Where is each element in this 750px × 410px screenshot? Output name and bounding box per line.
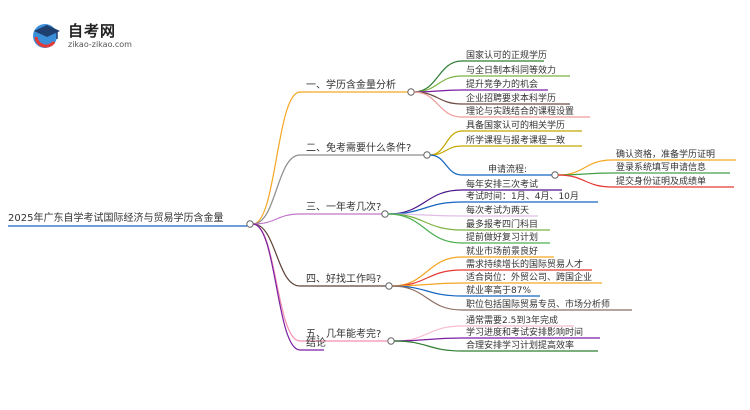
child-connector [387, 201, 463, 215]
child-label: 与全日制本科同等效力 [466, 64, 556, 76]
subchild-label: 确认资格，准备学历证明 [616, 148, 715, 160]
child-connector [391, 285, 463, 311]
child-label: 具备国家认可的相关学历 [466, 119, 565, 131]
child-label: 合理安排学习计划提高效率 [466, 339, 574, 351]
logo: 自考网 zikao-zikao.com [30, 18, 140, 54]
child-label: 理论与实践结合的课程设置 [466, 105, 574, 117]
subchild-label: 提交身份证明及成绩单 [616, 175, 706, 187]
root-label: 2025年广东自学考试国际经济与贸易学历含金量 [8, 211, 223, 224]
root-node-dot [246, 220, 254, 228]
child-connector [429, 145, 463, 156]
branch-connector [252, 223, 301, 287]
child-label: 申请流程: [488, 163, 527, 175]
child-label: 学习进度和考试安排影响时间 [466, 326, 583, 338]
branch-connector [252, 91, 301, 225]
subchild-label: 登录系统填写申请信息 [616, 161, 706, 173]
child-label: 国家认可的正规学历 [466, 49, 547, 61]
child-label: 每年安排三次考试 [466, 178, 538, 190]
branch-label: 结论 [306, 336, 326, 349]
child-connector [393, 340, 463, 352]
branch-label: 三、一年考几次? [306, 200, 381, 213]
branch-label: 五、几年能考完? [306, 327, 381, 340]
branch-connector [252, 213, 301, 225]
child-label: 提升竞争力的机会 [466, 78, 538, 90]
child-label: 考试时间：1月、4月、10月 [466, 190, 579, 202]
child-label: 通常需要2.5到3年完成 [466, 314, 558, 326]
child-label: 企业招聘要求本科学历 [466, 92, 556, 104]
branch-connector [252, 154, 301, 225]
subchild-connector [557, 174, 613, 188]
branch-label: 一、学历含金量分析 [306, 78, 396, 91]
branch-node-dot [407, 88, 415, 96]
child-label: 每次考试为两天 [466, 204, 529, 216]
child-connector [429, 154, 463, 176]
sub-node-dot [551, 171, 559, 179]
branch-node-dot [387, 337, 395, 345]
child-connector [387, 213, 463, 244]
logo-title: 自考网 [68, 22, 117, 40]
branch-connector [252, 223, 301, 351]
branch-node-dot [385, 282, 393, 290]
child-label: 提前做好复习计划 [466, 231, 538, 243]
child-label: 就业市场前景良好 [466, 245, 538, 257]
child-connector [391, 285, 463, 297]
logo-url: zikao-zikao.com [68, 40, 132, 49]
child-label: 职位包括国际贸易专员、市场分析师 [466, 298, 610, 310]
branch-label: 二、免考需要什么条件? [306, 141, 411, 154]
branch-node-dot [381, 210, 389, 218]
graduation-cap-icon [33, 24, 60, 48]
child-connector [391, 256, 463, 287]
child-connector [429, 130, 463, 156]
child-connector [393, 325, 463, 342]
child-connector [413, 91, 463, 118]
child-label: 适合岗位：外贸公司、跨国企业 [466, 271, 592, 283]
child-label: 就业率高于87% [466, 284, 531, 296]
branch-connector [252, 223, 301, 342]
branch-label: 四、好找工作吗? [306, 272, 381, 285]
child-connector [413, 91, 463, 105]
branch-node-dot [423, 151, 431, 159]
child-label: 所学课程与报考课程一致 [466, 134, 565, 146]
child-label: 最多报考四门科目 [466, 218, 538, 230]
child-connector [393, 337, 463, 342]
child-label: 需求持续增长的国际贸易人才 [466, 258, 583, 270]
